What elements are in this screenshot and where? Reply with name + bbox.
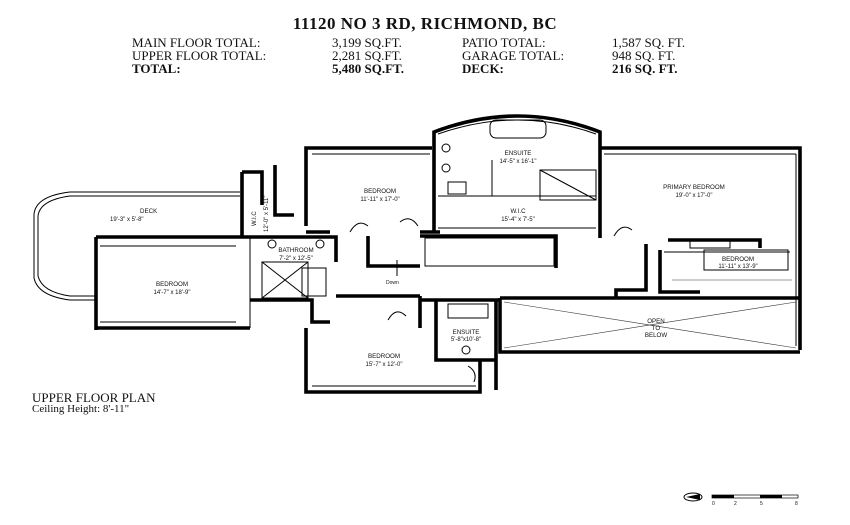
south-bedroom-dims: 15'-7" x 12'-0" bbox=[366, 362, 403, 368]
north-bedroom-dims: 11'-11" x 17'-0" bbox=[360, 197, 399, 203]
area-value: 3,199 SQ.FT. bbox=[332, 35, 402, 50]
east-bedroom-dims: 11'-11" x 13'-9" bbox=[718, 264, 757, 270]
scale-bar: 0 2 5 8 bbox=[711, 494, 799, 507]
north-arrow-icon bbox=[683, 492, 703, 502]
primary-bedroom-label: PRIMARY BEDROOM bbox=[663, 184, 725, 191]
stairs-down-label: Down bbox=[386, 280, 399, 286]
south-bedroom-walls bbox=[304, 328, 482, 394]
primary-bedroom-dims: 19'-0" x 17'-0" bbox=[676, 193, 713, 199]
area-label: UPPER FLOOR TOTAL: bbox=[132, 48, 267, 63]
area-value: 1,587 SQ. FT. bbox=[612, 35, 686, 50]
bathroom-walls bbox=[250, 235, 338, 324]
west-bedroom-walls bbox=[94, 235, 251, 330]
deck-dims: 19'-3" x 5'-8" bbox=[110, 217, 144, 223]
north-ensuite-walls bbox=[432, 114, 602, 232]
hallway-walls bbox=[336, 294, 500, 328]
area-value: 2,281 SQ.FT. bbox=[332, 48, 402, 63]
area-row: MAIN FLOOR TOTAL: 3,199 SQ.FT. PATIO TOT… bbox=[132, 36, 732, 49]
south-ensuite-label: ENSUITE bbox=[453, 329, 480, 336]
north-ensuite-dims: 14'-5" x 16'-1" bbox=[500, 159, 537, 165]
open-to-below-area bbox=[498, 279, 800, 354]
south-ensuite-dims: 5'-8"x10'-8" bbox=[451, 337, 481, 343]
area-row: UPPER FLOOR TOTAL: 2,281 SQ.FT. GARAGE T… bbox=[132, 49, 732, 62]
east-bedroom-label: BEDROOM bbox=[722, 256, 754, 263]
area-value: 5,480 SQ.FT. bbox=[332, 61, 404, 76]
west-bedroom-label: BEDROOM bbox=[156, 281, 188, 288]
area-value: 948 SQ. FT. bbox=[612, 48, 676, 63]
open-to-below-label: OPEN bbox=[647, 318, 665, 325]
large-wic-label: W.I.C bbox=[510, 208, 526, 215]
scale-tick: 0 bbox=[712, 501, 715, 507]
east-bedroom-walls bbox=[614, 244, 790, 298]
small-wic-dims: 12'-0" x 5'-11" bbox=[264, 196, 270, 232]
open-to-below-label: TO bbox=[652, 325, 661, 332]
area-label: DECK: bbox=[462, 61, 504, 76]
north-ensuite-label: ENSUITE bbox=[505, 150, 532, 157]
scale-tick: 5 bbox=[760, 501, 763, 507]
plan-title: UPPER FLOOR PLAN bbox=[32, 390, 156, 405]
area-label: PATIO TOTAL: bbox=[462, 35, 546, 50]
deck-outline bbox=[33, 191, 240, 301]
large-wic-dims: 15'-4" x 7'-5" bbox=[501, 217, 535, 223]
north-bedroom-walls bbox=[304, 146, 440, 234]
area-label: GARAGE TOTAL: bbox=[462, 48, 565, 63]
bathroom-dims: 7'-2" x 12'-5" bbox=[279, 256, 313, 262]
deck-label: DECK bbox=[140, 208, 158, 215]
staircase bbox=[366, 234, 558, 268]
primary-bedroom-walls bbox=[598, 146, 802, 350]
plan-address-title: 11120 NO 3 RD, RICHMOND, BC bbox=[292, 14, 558, 33]
area-label: TOTAL: bbox=[132, 61, 181, 76]
south-bedroom-label: BEDROOM bbox=[368, 353, 400, 360]
bathroom-label: BATHROOM bbox=[278, 247, 313, 254]
south-ensuite-walls bbox=[434, 300, 498, 390]
small-walk-in-closet bbox=[240, 165, 294, 237]
north-bedroom-label: BEDROOM bbox=[364, 188, 396, 195]
area-value: 216 SQ. FT. bbox=[612, 61, 678, 76]
ceiling-height: Ceiling Height: 8'-11" bbox=[32, 403, 130, 415]
area-summary-table: MAIN FLOOR TOTAL: 3,199 SQ.FT. PATIO TOT… bbox=[132, 36, 732, 75]
west-bedroom-dims: 14'-7" x 18'-9" bbox=[154, 290, 191, 296]
scale-tick: 2 bbox=[734, 501, 737, 507]
scale-tick: 8 bbox=[795, 501, 798, 507]
open-to-below-label: BELOW bbox=[645, 332, 668, 339]
area-row-total: TOTAL: 5,480 SQ.FT. DECK: 216 SQ. FT. bbox=[132, 62, 732, 75]
area-label: MAIN FLOOR TOTAL: bbox=[132, 35, 261, 50]
small-wic-label: W.I.C bbox=[252, 211, 258, 226]
